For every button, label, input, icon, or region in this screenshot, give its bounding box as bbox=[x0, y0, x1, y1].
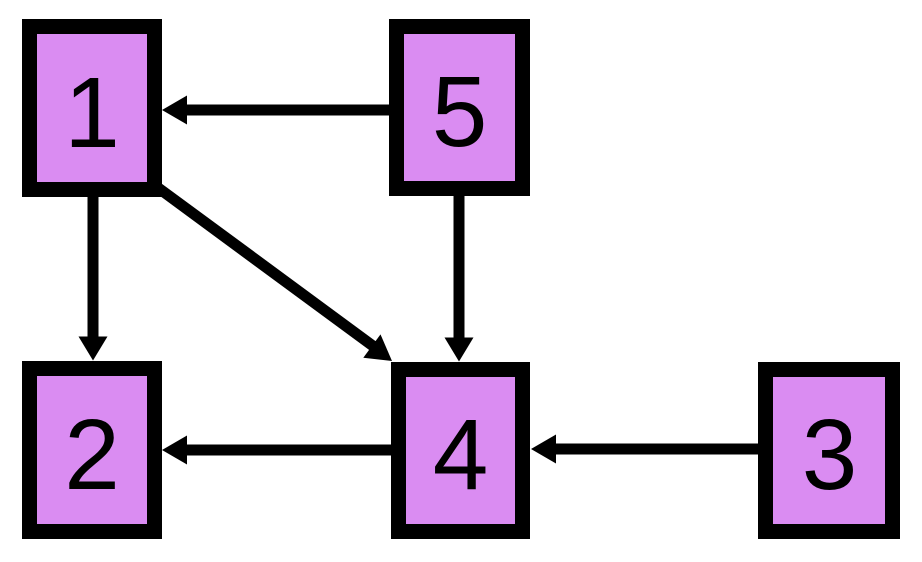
node-label: 5 bbox=[432, 56, 488, 168]
edge-1-to-2 bbox=[78, 197, 108, 361]
arrowhead-icon bbox=[363, 334, 392, 361]
node-box bbox=[391, 362, 530, 539]
node-label: 2 bbox=[64, 399, 120, 511]
node-box bbox=[22, 19, 162, 197]
arrowhead-icon bbox=[531, 434, 556, 464]
arrowhead-icon bbox=[444, 337, 474, 362]
edge-3-to-4 bbox=[531, 434, 758, 464]
edge-5-to-4 bbox=[444, 196, 474, 362]
node-label: 3 bbox=[802, 399, 858, 511]
node-5: 5 bbox=[389, 19, 530, 196]
node-box bbox=[389, 19, 530, 196]
arrowhead-icon bbox=[78, 336, 108, 361]
node-label: 1 bbox=[64, 57, 120, 169]
node-1: 1 bbox=[22, 19, 162, 197]
node-box bbox=[22, 361, 162, 539]
node-2: 2 bbox=[22, 361, 162, 539]
edge-4-to-2 bbox=[162, 435, 391, 465]
node-label: 4 bbox=[433, 399, 489, 511]
edge-line bbox=[153, 182, 377, 351]
node-box bbox=[758, 362, 900, 539]
arrowhead-icon bbox=[162, 435, 187, 465]
node-4: 4 bbox=[391, 362, 530, 539]
edge-1-to-4 bbox=[153, 182, 392, 361]
edge-5-to-1 bbox=[162, 95, 389, 125]
arrowhead-icon bbox=[162, 95, 187, 125]
node-3: 3 bbox=[758, 362, 900, 539]
